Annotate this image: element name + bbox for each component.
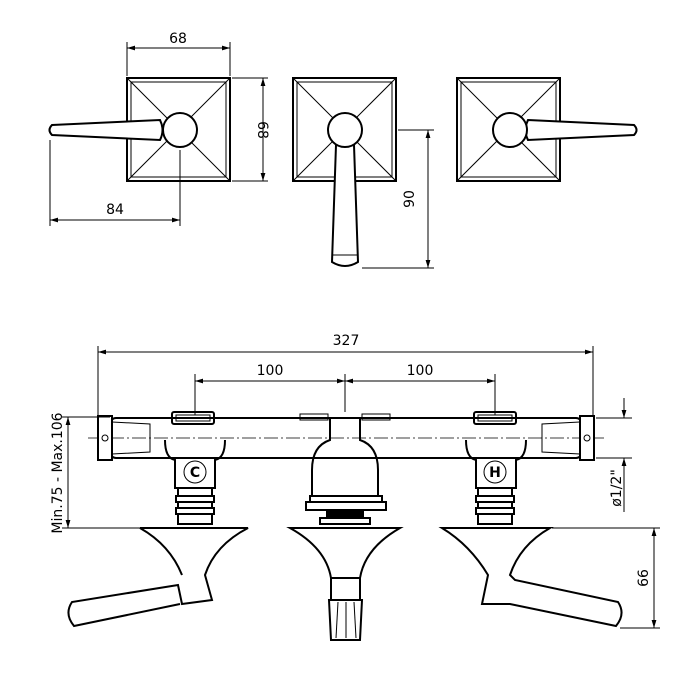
- hot-lever-side: [438, 527, 623, 628]
- connection-label: ø1/2": [609, 469, 625, 507]
- center-lever-handle: [330, 144, 360, 267]
- spacing-right-label: 100: [407, 363, 434, 379]
- dimension-lever-height: 66: [552, 527, 660, 629]
- left-lever-handle: [48, 118, 164, 142]
- center-lever-side: [286, 527, 404, 641]
- center-lever-hub: [327, 112, 363, 148]
- plate-height-label: 68: [254, 121, 270, 139]
- cold-lever-side: [67, 527, 249, 628]
- cold-valve-column: C: [164, 439, 226, 525]
- valve-body: [88, 411, 604, 461]
- dimension-wall-depth: Min.75 - Max.106: [50, 412, 140, 534]
- center-column: [305, 418, 387, 525]
- dimension-spacing: 100 100: [194, 363, 496, 415]
- left-valve-plate: [48, 77, 231, 182]
- dimension-plate-height: 68: [232, 77, 270, 182]
- dimension-connection: ø1/2": [596, 398, 632, 512]
- right-valve-plate: [456, 77, 638, 182]
- lever-height-label: 66: [636, 569, 652, 587]
- right-lever-hub: [492, 112, 528, 148]
- lever-drop-label: 90: [402, 190, 418, 208]
- spacing-left-label: 100: [257, 363, 284, 379]
- dimension-lever-drop: 90: [362, 129, 434, 269]
- left-lever-hub: [162, 112, 198, 148]
- hot-label: H: [489, 465, 501, 481]
- right-lever-handle: [524, 118, 638, 142]
- dimension-lever-reach: 84: [49, 140, 181, 226]
- overall-width-label: 327: [333, 333, 360, 349]
- cold-label: C: [190, 465, 200, 481]
- lever-reach-label: 84: [106, 202, 124, 218]
- dimension-plate-width: 68: [126, 31, 231, 76]
- dimension-overall-width: 327: [97, 333, 594, 415]
- center-valve-plate: [292, 77, 397, 267]
- plate-width-label: 68: [169, 31, 187, 47]
- wall-depth-label: Min.75 - Max.106: [50, 412, 66, 533]
- hot-valve-column: H: [465, 439, 527, 525]
